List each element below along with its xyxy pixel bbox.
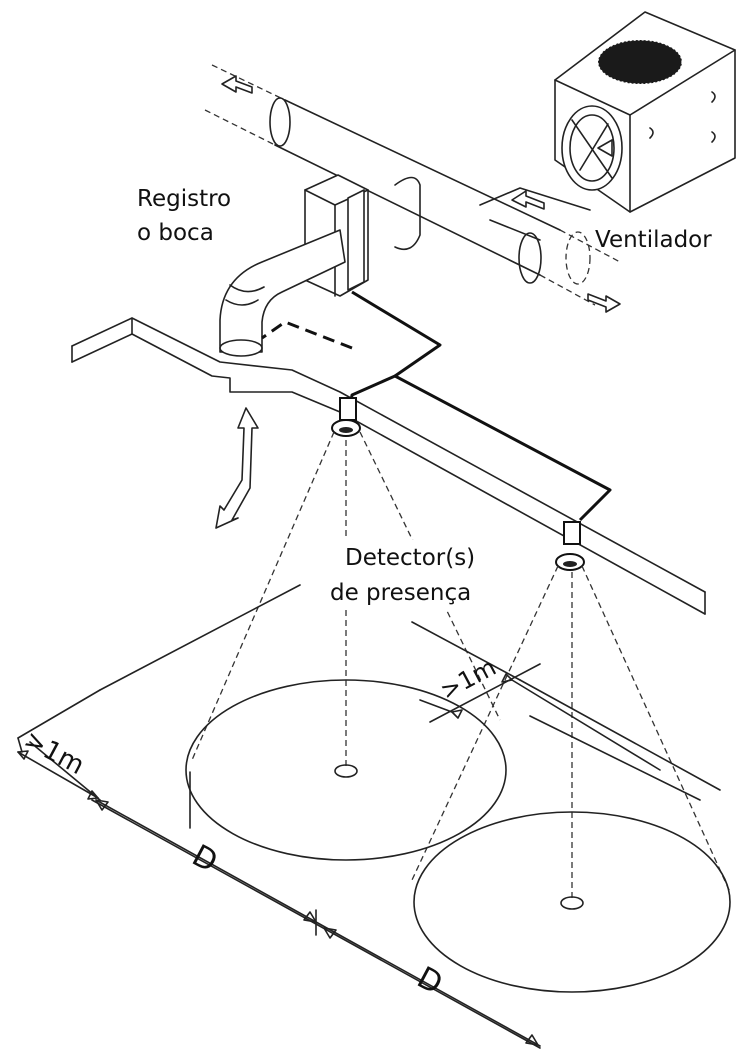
damper-label: Registro <box>137 186 231 212</box>
detector-wiring <box>261 290 612 522</box>
detector-1 <box>331 397 361 437</box>
airflow-arrow-inlet <box>221 75 253 94</box>
damper-box <box>219 174 369 357</box>
dimension-lines <box>17 584 721 1049</box>
detector-label-line2: de presença <box>330 580 471 606</box>
airflow-arrow-outlet <box>587 293 621 313</box>
ceiling-profile <box>71 317 706 615</box>
vertical-airflow-arrow <box>215 407 259 529</box>
spacing-d-label-1: D <box>186 838 223 880</box>
fan-label: Ventilador <box>595 227 712 253</box>
damper-label-line2: o boca <box>137 220 214 246</box>
fan-unit <box>554 11 736 213</box>
overlap-distance-label: >1m <box>436 653 501 705</box>
coverage-area-2 <box>413 811 731 993</box>
detector-2 <box>555 521 585 571</box>
detector-label: Detector(s) <box>345 545 475 571</box>
coverage-area-1 <box>185 679 507 861</box>
spacing-d-label-2: D <box>411 960 448 1002</box>
airflow-arrow-to-fan <box>511 190 545 210</box>
coverage-cone-2 <box>411 565 731 902</box>
detector-label-bg <box>340 540 520 610</box>
airflow-arrows <box>221 75 621 313</box>
main-duct <box>204 64 621 306</box>
fan-top-grille <box>598 40 682 84</box>
